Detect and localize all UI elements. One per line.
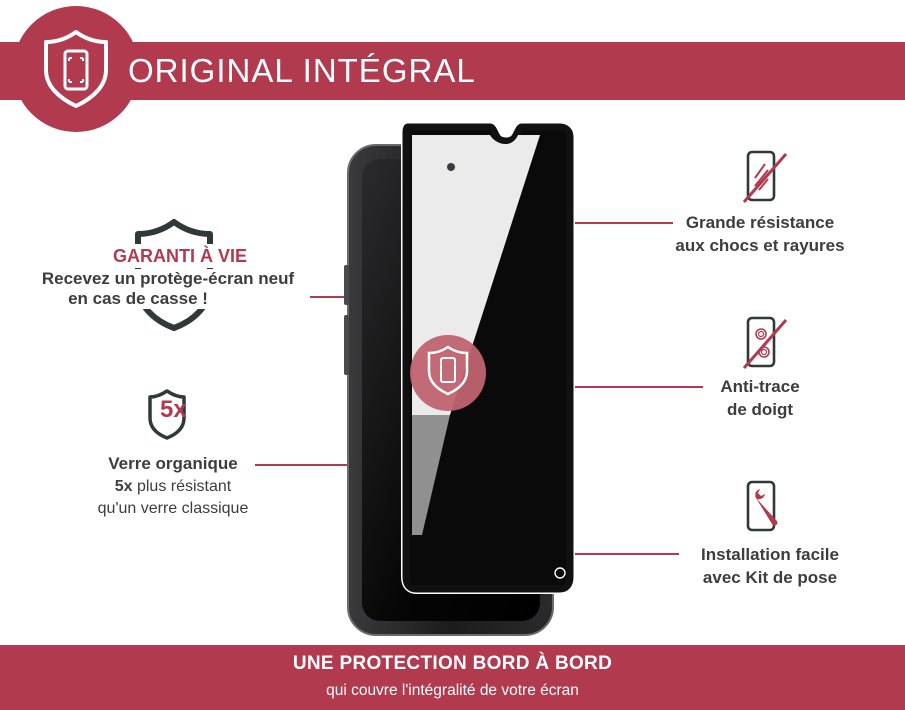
feature-3-line2: avec Kit de pose (702, 568, 838, 587)
page-title: ORIGINAL INTÉGRAL (128, 52, 476, 89)
feature-2-line2: de doigt (726, 400, 794, 419)
five-x-badge: 5x (160, 396, 187, 423)
header-badge (13, 6, 139, 132)
shield-outline-icon (135, 219, 213, 331)
guarantee-title: GARANTI À VIE (112, 246, 247, 266)
organic-line3: qu'un verre classique (97, 500, 249, 517)
connector-line (255, 464, 352, 466)
connector-line (575, 553, 679, 555)
organic-strong: 5x (114, 478, 133, 495)
shield-5x-icon (148, 389, 186, 440)
guarantee-line1: Recevez un protège-écran neuf (41, 269, 295, 288)
organic-rest: plus résistant (132, 478, 232, 495)
header-banner (0, 42, 905, 100)
connector-line (575, 222, 673, 224)
connector-line (575, 386, 703, 388)
phone-illustration (344, 122, 575, 636)
feature-1-line1: Grande résistance (685, 213, 835, 232)
feature-1-line2: aux chocs et rayures (675, 236, 845, 255)
phone-scratch-icon (742, 150, 788, 203)
phone-fingerprint-icon (742, 316, 788, 369)
footer-title: UNE PROTECTION BORD À BORD (292, 653, 613, 674)
shield-phone-icon (44, 30, 108, 108)
footer-subtitle: qui couvre l'intégralité de votre écran (326, 682, 579, 699)
organic-title: Verre organique (108, 454, 238, 473)
guarantee-line2: en cas de casse ! (68, 289, 208, 308)
footer-banner: UNE PROTECTION BORD À BORD qui couvre l'… (0, 645, 905, 710)
organic-line2: 5x plus résistant (75, 478, 271, 496)
feature-3-line1: Installation facile (701, 545, 839, 564)
guarantee-text-bg (26, 269, 310, 309)
guarantee-title-bg (119, 244, 249, 268)
phone-wrench-icon (746, 480, 778, 532)
feature-2-line1: Anti-trace (720, 377, 800, 396)
